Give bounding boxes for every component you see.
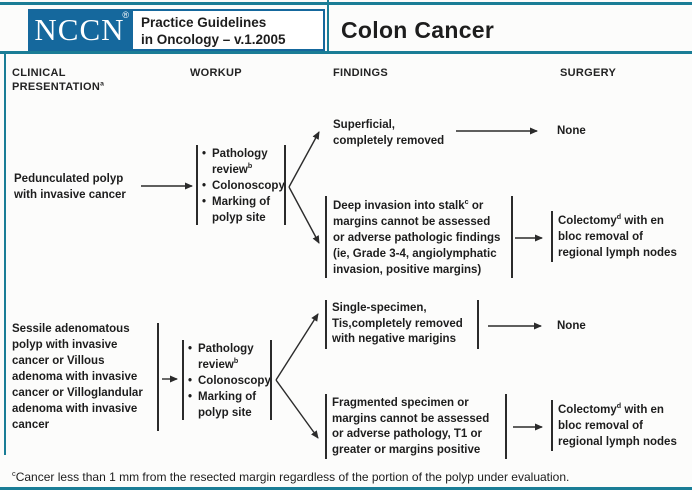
- workup-list-1: Pathology reviewb Colonoscopy Marking of…: [202, 146, 285, 226]
- workup-item-colonoscopy: Colonoscopy: [202, 178, 285, 194]
- footnote-ref-b: b: [247, 162, 253, 171]
- guidelines-title-box: Practice Guidelines in Oncology – v.1.20…: [131, 9, 325, 51]
- workup-item-text: Pathology review: [198, 343, 254, 371]
- surgery-none-1: None: [557, 125, 586, 137]
- registered-trademark-symbol: ®: [122, 10, 129, 20]
- presentation-sessile-adenomatous: Sessile adenomatous polyp with invasive …: [12, 323, 143, 431]
- header-divider-rule: [327, 0, 329, 53]
- bracket-bar: [284, 145, 286, 225]
- surgery-text: Colectomy: [558, 215, 617, 227]
- finding-fragmented-specimen: Fragmented specimen or margins cannot be…: [332, 397, 490, 456]
- presentation-pedunculated-polyp: Pedunculated polyp with invasive cancer: [14, 173, 126, 201]
- clinical-presentation-footnote-ref: a: [100, 80, 105, 88]
- bracket-bar: [270, 340, 272, 420]
- footnote-ref-d: d: [616, 402, 622, 411]
- surgery-text: Colectomy: [558, 404, 617, 416]
- column-header-workup: WORKUP: [190, 67, 242, 79]
- guidelines-line1: Practice Guidelines: [141, 15, 267, 30]
- bracket-bar: [182, 340, 184, 420]
- bracket-bar: [551, 400, 553, 451]
- top-rule: [0, 2, 692, 5]
- bracket-bar: [325, 394, 327, 459]
- nccn-logo: NCCN ®: [28, 9, 131, 51]
- bracket-bar: [511, 196, 513, 278]
- finding-text: or margins cannot be assessed or adverse…: [333, 200, 501, 276]
- workup-item-colonoscopy: Colonoscopy: [188, 373, 271, 389]
- footnote-ref-b: b: [233, 357, 239, 366]
- finding-deep-invasion: Deep invasion into stalkc or margins can…: [333, 198, 500, 278]
- surgery-colectomy-2: Colectomyd with en bloc removal of regio…: [558, 402, 677, 450]
- left-edge-rule: [4, 53, 6, 455]
- arrow-workup2-to-single-specimen: [275, 313, 319, 381]
- arrow-workup1-to-superficial: [288, 131, 320, 188]
- surgery-text: with en bloc removal of regional lymph n…: [558, 404, 677, 448]
- footnote-ref-c: c: [464, 198, 469, 207]
- arrow-workup2-to-fragmented: [275, 379, 319, 439]
- bracket-bar: [477, 300, 479, 349]
- bottom-rule: [0, 487, 692, 490]
- nccn-logo-text: NCCN: [34, 12, 125, 47]
- clinical-presentation-text: CLINICAL PRESENTATION: [12, 67, 101, 93]
- page-title: Colon Cancer: [341, 17, 495, 43]
- column-header-findings: FINDINGS: [333, 67, 388, 79]
- column-header-clinical-presentation: CLINICAL PRESENTATIONa: [12, 66, 104, 94]
- arrow-workup1-to-deep-invasion: [288, 186, 320, 244]
- surgery-colectomy-1: Colectomyd with en bloc removal of regio…: [558, 213, 677, 261]
- bracket-bar: [551, 211, 553, 262]
- workup-item-marking: Marking of polyp site: [202, 194, 285, 226]
- workup-list-2: Pathology reviewb Colonoscopy Marking of…: [188, 341, 271, 421]
- surgery-text: with en bloc removal of regional lymph n…: [558, 215, 677, 259]
- workup-item-marking: Marking of polyp site: [188, 389, 271, 421]
- header-bottom-rule: [0, 51, 692, 54]
- bracket-bar: [505, 394, 507, 459]
- bracket-bar: [196, 145, 198, 225]
- surgery-none-2: None: [557, 320, 586, 332]
- workup-item-pathology-review: Pathology reviewb: [202, 146, 285, 178]
- finding-superficial: Superficial, completely removed: [333, 119, 445, 147]
- footnote-ref-d: d: [616, 213, 622, 222]
- guidelines-line2: in Oncology – v.1.2005: [141, 32, 286, 47]
- footnote-ref-c: c: [12, 469, 16, 478]
- bracket-bar: [325, 300, 327, 349]
- workup-item-text: Pathology review: [212, 148, 268, 176]
- workup-item-pathology-review: Pathology reviewb: [188, 341, 271, 373]
- column-header-surgery: SURGERY: [560, 67, 617, 79]
- footnote-text: Cancer less than 1 mm from the resected …: [15, 470, 570, 484]
- bracket-bar: [325, 196, 327, 278]
- bracket-bar: [157, 323, 159, 431]
- finding-single-specimen: Single-specimen, Tis,completely removed …: [332, 302, 463, 345]
- finding-text: Deep invasion into stalk: [333, 200, 465, 212]
- footnote-c: cCancer less than 1 mm from the resected…: [12, 470, 569, 484]
